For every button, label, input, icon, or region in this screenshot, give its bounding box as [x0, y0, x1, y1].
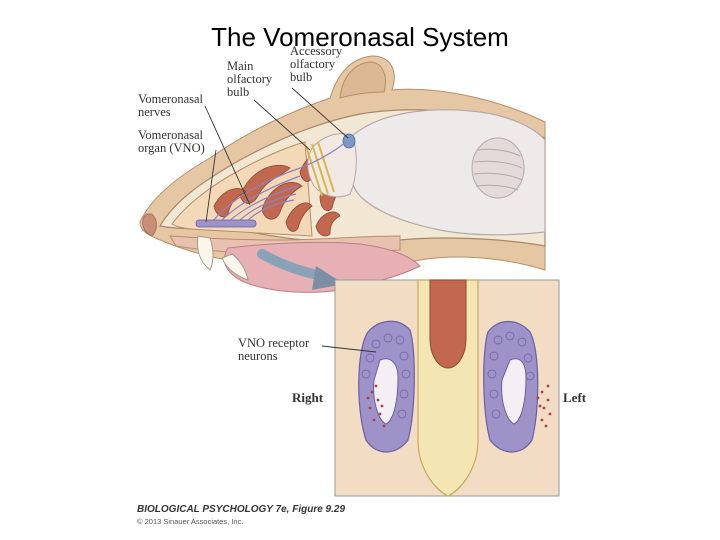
- slide-title: The Vomeronasal System: [211, 22, 509, 52]
- receptor-neuron-cells: [361, 331, 535, 419]
- nose-tip: [142, 213, 157, 237]
- cerebellum: [471, 137, 525, 199]
- label-vomeronasal-nerves: Vomeronasal nerves: [138, 92, 204, 119]
- label-vno-receptor-neurons: VNO receptor neurons: [238, 336, 310, 363]
- label-main-olfactory-bulb: Main olfactory bulb: [227, 59, 273, 99]
- vno-cross-section: [334, 279, 560, 497]
- label-left: Left: [563, 390, 587, 405]
- lower-incisor: [221, 253, 249, 281]
- septum-core: [429, 279, 467, 369]
- head-section: [139, 55, 546, 293]
- figure-copyright: © 2013 Sinauer Associates, Inc.: [137, 517, 244, 526]
- label-accessory-olfactory-bulb: Accessory olfactory bulb: [290, 44, 343, 84]
- label-vno: Vomeronasal organ (VNO): [138, 128, 205, 155]
- label-right: Right: [292, 390, 324, 405]
- figure-caption: BIOLOGICAL PSYCHOLOGY 7e, Figure 9.29: [137, 504, 346, 515]
- olfactory-nerve-bundle: [305, 141, 335, 197]
- blood-vessels: [366, 384, 552, 428]
- vno-organ: [195, 219, 257, 228]
- ear: [339, 61, 386, 99]
- leader-lines: [204, 87, 377, 353]
- accessory-olfactory-bulb: [342, 133, 356, 149]
- upper-incisor: [197, 235, 214, 271]
- vomeronasal-nerves: [211, 141, 347, 223]
- vno-right: [358, 320, 415, 453]
- vno-left: [483, 320, 539, 453]
